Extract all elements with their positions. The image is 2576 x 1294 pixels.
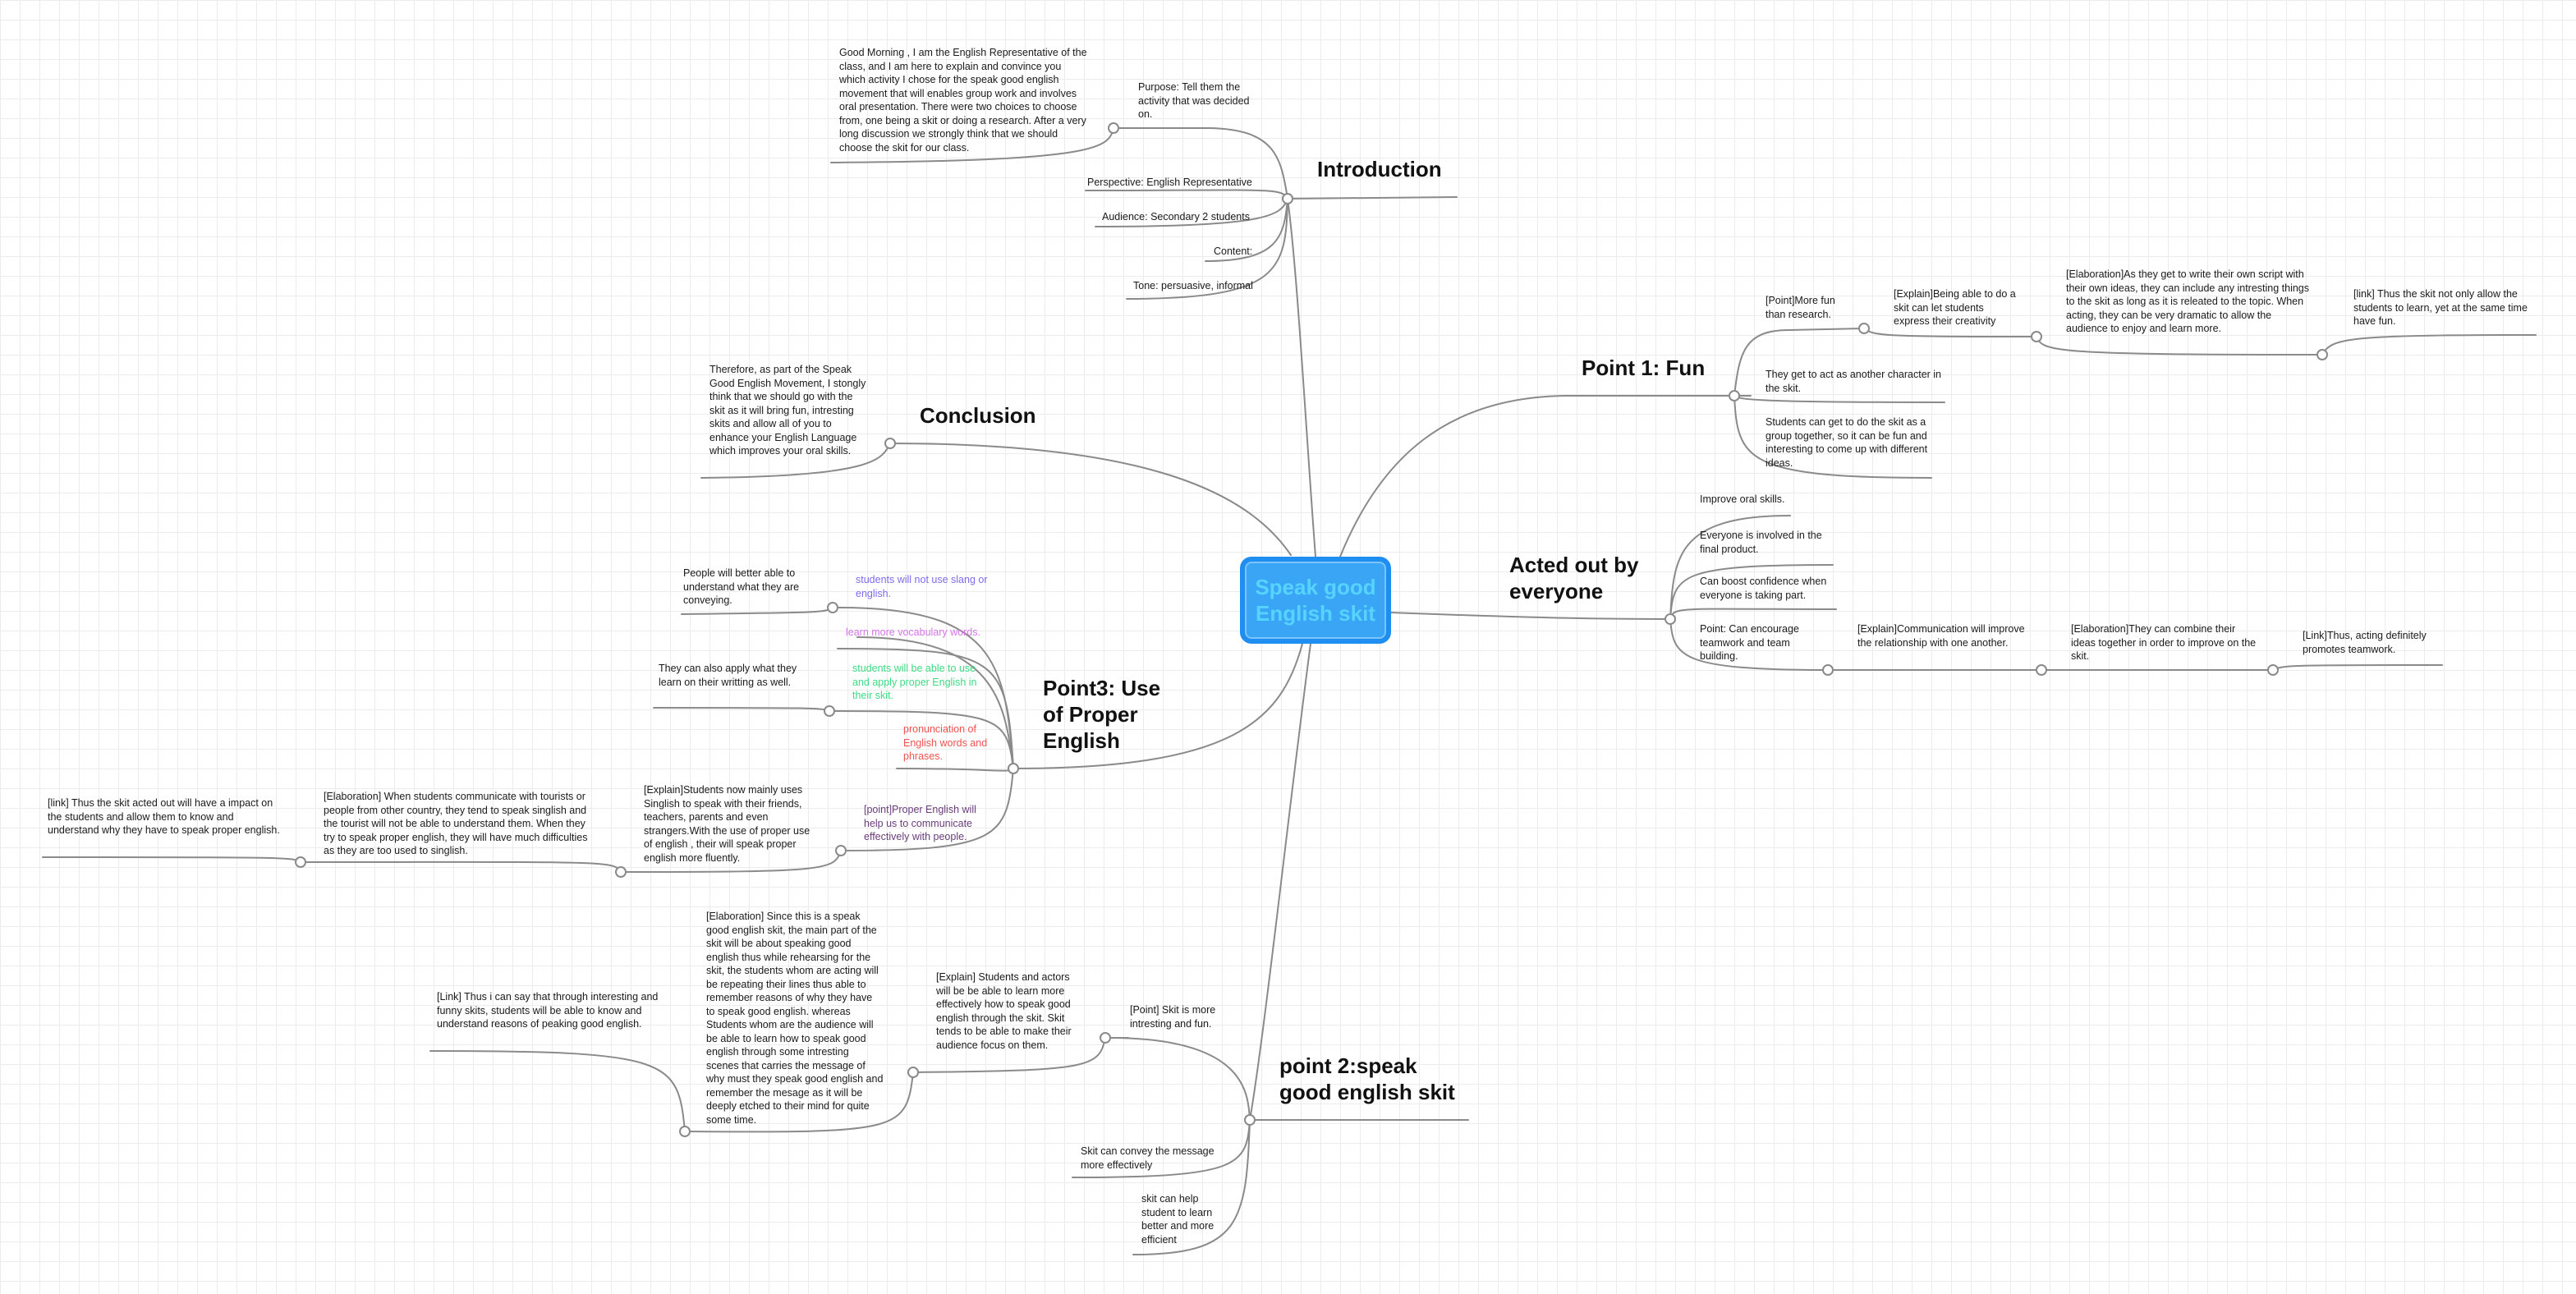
node-p2-elaboration[interactable]: [Elaboration] Since this is a speak good… bbox=[706, 911, 884, 1126]
node-pronunciation[interactable]: pronunciation of English words and phras… bbox=[903, 723, 988, 762]
connector-node bbox=[907, 1067, 919, 1078]
connector-node bbox=[679, 1126, 691, 1137]
node-audience[interactable]: Audience: Secondary 2 students bbox=[1102, 211, 1250, 223]
topic-point3-proper-english[interactable]: Point3: Use of Proper English bbox=[1043, 676, 1161, 753]
connector-node bbox=[615, 866, 627, 878]
connector-introduction bbox=[1287, 198, 1316, 558]
node-boost-confidence[interactable]: Can boost confidence when everyone is ta… bbox=[1700, 576, 1827, 601]
topic-conclusion[interactable]: Conclusion bbox=[920, 403, 1036, 428]
connector-point1 bbox=[1339, 395, 1571, 558]
node-p3-explain[interactable]: [Explain]Students now mainly uses Singli… bbox=[644, 784, 810, 864]
node-acted-link[interactable]: [Link]Thus, acting definitely promotes t… bbox=[2303, 630, 2427, 655]
connector-node bbox=[835, 845, 847, 856]
connector-node bbox=[2031, 331, 2042, 342]
node-apply-english[interactable]: students will be able to use and apply p… bbox=[852, 663, 977, 701]
connector-node bbox=[1665, 613, 1676, 625]
node-good-morning[interactable]: Good Morning , I am the English Represen… bbox=[839, 47, 1087, 154]
root-topic[interactable]: Speak good English skit bbox=[1240, 557, 1391, 644]
connector-node bbox=[1282, 193, 1293, 204]
node-teamwork[interactable]: Point: Can encourage teamwork and team b… bbox=[1700, 623, 1799, 662]
node-convey-message[interactable]: Skit can convey the message more effecti… bbox=[1081, 1145, 1215, 1171]
node-proper-point[interactable]: [point]Proper English will help us to co… bbox=[864, 804, 976, 842]
connector-node bbox=[824, 705, 835, 717]
node-p1-link[interactable]: [link] Thus the skit not only allow the … bbox=[2353, 288, 2528, 327]
connector-point3 bbox=[1012, 643, 1303, 769]
connector-node bbox=[1244, 1114, 1256, 1126]
connector-node bbox=[884, 438, 896, 449]
node-conclusion-text[interactable]: Therefore, as part of the Speak Good Eng… bbox=[709, 364, 866, 457]
node-p1-elaboration[interactable]: [Elaboration]As they get to write their … bbox=[2066, 268, 2310, 334]
node-group-together[interactable]: Students can get to do the skit as a gro… bbox=[1766, 416, 1928, 469]
topic-introduction[interactable]: Introduction bbox=[1317, 157, 1442, 181]
connector-node bbox=[1008, 763, 1019, 774]
node-acted-elaboration[interactable]: [Elaboration]They can combine their idea… bbox=[2071, 623, 2257, 662]
node-acted-explain[interactable]: [Explain]Communication will improve the … bbox=[1857, 623, 2025, 649]
topic-acted-out[interactable]: Acted out by everyone bbox=[1509, 553, 1639, 603]
connector-node bbox=[1100, 1032, 1111, 1044]
connector-node bbox=[2317, 349, 2328, 360]
node-content[interactable]: Content: bbox=[1214, 245, 1253, 257]
connector-node bbox=[2267, 664, 2279, 676]
node-p2-point[interactable]: [Point] Skit is more intresting and fun. bbox=[1130, 1004, 1216, 1030]
connector-point2 bbox=[1249, 643, 1311, 1121]
connector-node bbox=[1822, 664, 1834, 676]
node-no-slang[interactable]: students will not use slang or english. bbox=[856, 574, 988, 599]
connector-node bbox=[1108, 122, 1119, 134]
node-oral-skills[interactable]: Improve oral skills. bbox=[1700, 493, 1785, 505]
connector-acted bbox=[1390, 612, 1671, 620]
connector-node bbox=[1858, 323, 1870, 334]
node-p3-elaboration[interactable]: [Elaboration] When students communicate … bbox=[324, 791, 588, 856]
node-apply-writting[interactable]: They can also apply what they learn on t… bbox=[659, 663, 797, 688]
connector-node bbox=[2036, 664, 2047, 676]
node-p1-explain[interactable]: [Explain]Being able to do a skit can let… bbox=[1894, 288, 2016, 327]
node-p2-explain[interactable]: [Explain] Students and actors will be be… bbox=[936, 971, 1072, 1051]
node-skit-help[interactable]: skit can help student to learn better an… bbox=[1141, 1193, 1215, 1246]
connector-node bbox=[1729, 390, 1740, 402]
node-act-character[interactable]: They get to act as another character in … bbox=[1766, 369, 1942, 394]
node-everyone-involved[interactable]: Everyone is involved in the final produc… bbox=[1700, 530, 1822, 555]
node-p3-link[interactable]: [link] Thus the skit acted out will have… bbox=[48, 797, 280, 836]
topic-point1-fun[interactable]: Point 1: Fun bbox=[1582, 356, 1706, 380]
node-better-understand[interactable]: People will better able to understand wh… bbox=[683, 567, 800, 606]
topic-point2-skit[interactable]: point 2:speak good english skit bbox=[1279, 1053, 1455, 1104]
node-more-fun[interactable]: [Point]More fun than research. bbox=[1766, 295, 1835, 320]
node-vocabulary[interactable]: learn more vocabulary words. bbox=[846, 626, 980, 638]
connector-node bbox=[827, 602, 838, 613]
connector-conclusion bbox=[889, 443, 1292, 556]
connector-node bbox=[295, 856, 306, 868]
node-perspective[interactable]: Perspective: English Representative bbox=[1087, 177, 1252, 188]
node-p2-link[interactable]: [Link] Thus i can say that through inter… bbox=[437, 991, 659, 1030]
node-purpose[interactable]: Purpose: Tell them the activity that was… bbox=[1138, 81, 1250, 120]
node-tone[interactable]: Tone: persuasive, informal bbox=[1133, 280, 1253, 291]
